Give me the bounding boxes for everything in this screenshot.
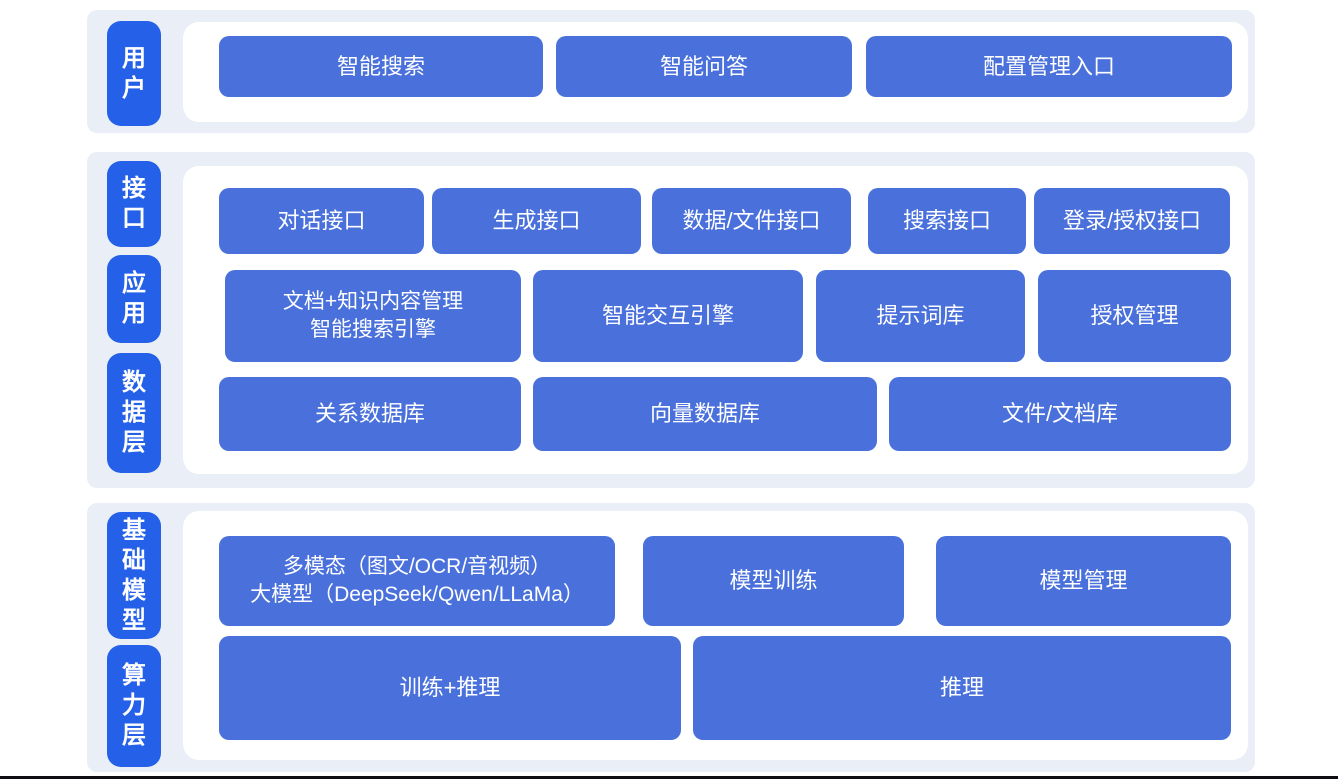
layer-chip-interface: 接口 <box>107 161 161 247</box>
box-inference: 推理 <box>693 636 1231 740</box>
box-model-management: 模型管理 <box>936 536 1231 626</box>
layer-chip-data-layer: 数据层 <box>107 353 161 473</box>
box-prompt-library: 提示词库 <box>816 270 1025 362</box>
box-smart-search: 智能搜索 <box>219 36 543 97</box>
box-login-auth-api: 登录/授权接口 <box>1034 188 1230 254</box>
box-auth-management: 授权管理 <box>1038 270 1231 362</box>
layer-chip-application: 应用 <box>107 255 161 343</box>
layer-chip-base-model: 基础模型 <box>107 512 161 639</box>
bottom-divider <box>0 776 1338 779</box>
layer-chip-compute-layer: 算力层 <box>107 645 161 767</box>
box-model-training: 模型训练 <box>643 536 904 626</box>
box-relational-db: 关系数据库 <box>219 377 521 451</box>
box-smart-interaction-engine: 智能交互引擎 <box>533 270 803 362</box>
box-vector-db: 向量数据库 <box>533 377 877 451</box>
box-training-inference: 训练+推理 <box>219 636 681 740</box>
box-multimodal-llm: 多模态（图文/OCR/音视频） 大模型（DeepSeek/Qwen/LLaMa） <box>219 536 615 626</box>
box-doc-knowledge-search-engine: 文档+知识内容管理 智能搜索引擎 <box>225 270 521 362</box>
box-config-management-entry: 配置管理入口 <box>866 36 1232 97</box>
box-generation-api: 生成接口 <box>432 188 641 254</box>
box-smart-qa: 智能问答 <box>556 36 852 97</box>
box-search-api: 搜索接口 <box>868 188 1026 254</box>
layer-chip-user: 用户 <box>107 21 161 126</box>
box-dialog-api: 对话接口 <box>219 188 424 254</box>
box-data-file-api: 数据/文件接口 <box>652 188 851 254</box>
box-file-doc-store: 文件/文档库 <box>889 377 1231 451</box>
